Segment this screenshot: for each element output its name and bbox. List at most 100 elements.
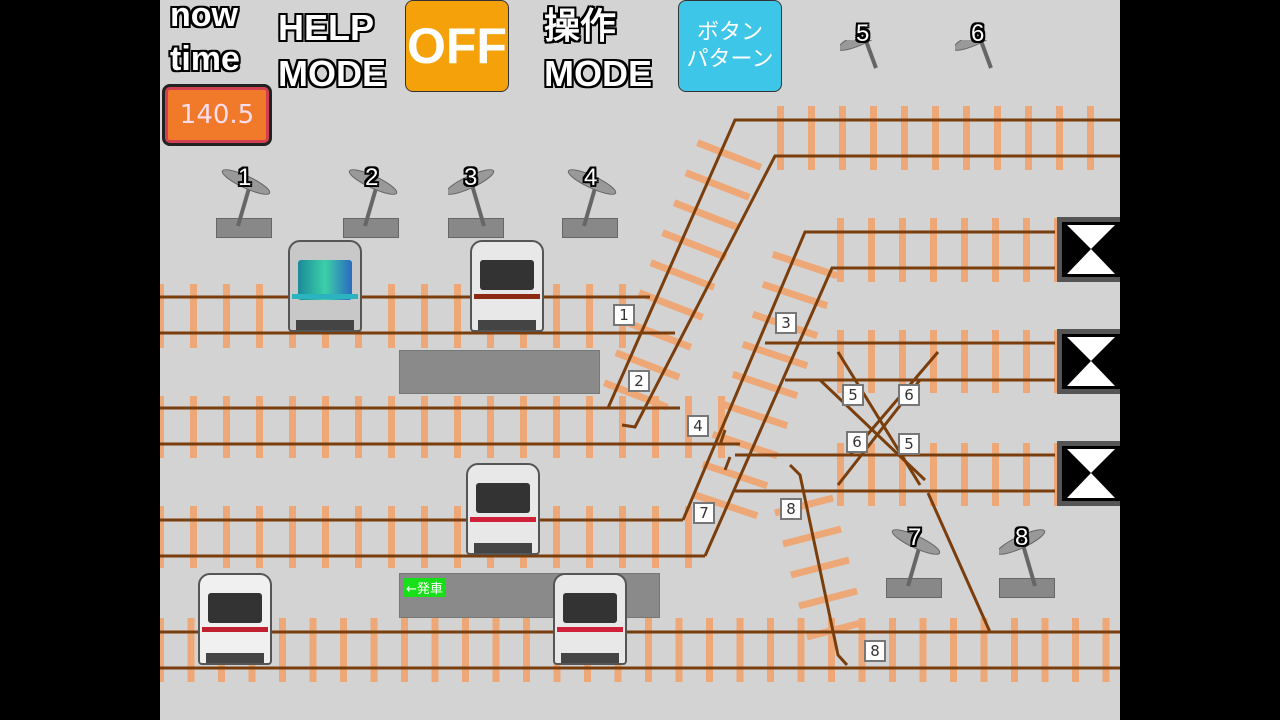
track-rail bbox=[926, 492, 992, 633]
train-window bbox=[480, 260, 534, 290]
track-tie bbox=[523, 618, 530, 682]
track-tie bbox=[899, 218, 906, 282]
train-4[interactable] bbox=[198, 573, 272, 665]
lever-number: 3 bbox=[464, 164, 478, 191]
track-tie bbox=[1023, 218, 1030, 282]
track-tie bbox=[837, 218, 844, 282]
train-stripe bbox=[292, 294, 358, 299]
point-label-8[interactable]: 8 bbox=[864, 640, 886, 662]
track-tie bbox=[932, 106, 939, 170]
lever-grip bbox=[221, 169, 271, 195]
signal-wedge bbox=[1067, 361, 1115, 386]
signal-wedge bbox=[1067, 249, 1115, 274]
track-tie bbox=[919, 618, 927, 682]
track-tie bbox=[706, 618, 713, 682]
track-tie bbox=[190, 284, 197, 348]
operation-mode-label-2: MODE bbox=[544, 53, 652, 94]
track-tie bbox=[901, 106, 908, 170]
track-tie bbox=[355, 506, 362, 568]
point-label-7[interactable]: 7 bbox=[693, 502, 715, 524]
lever-number: 7 bbox=[908, 524, 922, 551]
lever-4[interactable]: 4 bbox=[562, 158, 618, 238]
point-label-5[interactable]: 5 bbox=[898, 433, 920, 455]
track-tie bbox=[696, 139, 763, 171]
help-mode-label: HELP bbox=[278, 7, 375, 48]
track-tie bbox=[160, 506, 164, 568]
track-tie bbox=[652, 396, 659, 458]
point-label-5[interactable]: 5 bbox=[842, 384, 864, 406]
track-tie bbox=[190, 396, 197, 458]
point-label-8[interactable]: 8 bbox=[780, 498, 802, 520]
track-tie bbox=[767, 618, 774, 682]
track-tie bbox=[454, 506, 461, 568]
lever-stick bbox=[863, 40, 878, 69]
track-rail bbox=[606, 118, 1120, 409]
track-tie bbox=[309, 618, 317, 682]
point-label-2[interactable]: 2 bbox=[628, 370, 650, 392]
lever-8[interactable]: 8 bbox=[999, 518, 1055, 598]
lever-1[interactable]: 1 bbox=[216, 158, 272, 238]
track-tie bbox=[1102, 618, 1110, 682]
track-tie bbox=[961, 218, 968, 282]
now-time-label: now bbox=[170, 0, 238, 34]
track-tie bbox=[645, 618, 652, 682]
track-tie bbox=[421, 506, 428, 568]
train-stripe bbox=[474, 294, 540, 299]
track-tie bbox=[798, 587, 858, 610]
train-1[interactable] bbox=[288, 240, 362, 332]
train-2[interactable] bbox=[470, 240, 544, 332]
lever-7[interactable]: 7 bbox=[886, 518, 942, 598]
lever-number: 2 bbox=[365, 164, 379, 191]
track-tie bbox=[256, 284, 263, 348]
lever-handle-icon bbox=[348, 169, 398, 227]
operation-mode-label: 操作 bbox=[544, 5, 617, 46]
track-tie bbox=[839, 106, 846, 170]
track-rail bbox=[718, 429, 727, 446]
track-tie bbox=[963, 106, 970, 170]
point-label-1[interactable]: 1 bbox=[613, 304, 635, 326]
help-mode-toggle-button[interactable]: OFF bbox=[405, 0, 509, 92]
lever-handle-icon bbox=[999, 529, 1046, 587]
track-tie bbox=[388, 506, 395, 568]
lever-3[interactable]: 3 bbox=[448, 158, 504, 238]
track-tie bbox=[1072, 618, 1079, 682]
train-skirt bbox=[296, 320, 354, 330]
lever-number: 5 bbox=[856, 20, 870, 47]
track-tie bbox=[992, 443, 999, 506]
track-tie bbox=[771, 250, 839, 280]
track-tie bbox=[828, 618, 835, 682]
lever-6[interactable]: 6 bbox=[955, 22, 1011, 120]
track-tie bbox=[340, 618, 347, 682]
point-label-6[interactable]: 6 bbox=[846, 431, 868, 453]
track-tie bbox=[160, 618, 164, 682]
track-tie bbox=[930, 218, 937, 282]
operation-mode-button[interactable]: ボタン パターン bbox=[678, 0, 782, 92]
track-tie bbox=[256, 396, 263, 458]
track-tie bbox=[1023, 330, 1030, 393]
lever-5[interactable]: 5 bbox=[840, 22, 896, 120]
now-time-label-2: time bbox=[170, 40, 240, 78]
signal-wedge bbox=[1067, 473, 1115, 498]
track-tie bbox=[322, 396, 329, 458]
point-label-6[interactable]: 6 bbox=[898, 384, 920, 406]
track-tie bbox=[837, 443, 844, 506]
track-tie bbox=[661, 229, 728, 261]
track-tie bbox=[1011, 618, 1018, 682]
track-tie bbox=[741, 340, 809, 370]
point-label-4[interactable]: 4 bbox=[687, 415, 709, 437]
track-tie bbox=[289, 506, 296, 568]
train-5[interactable] bbox=[553, 573, 627, 665]
lever-base bbox=[343, 218, 399, 238]
track-tie bbox=[370, 618, 378, 682]
track-tie bbox=[1041, 618, 1049, 682]
point-label-3[interactable]: 3 bbox=[775, 312, 797, 334]
track-tie bbox=[586, 396, 593, 458]
track-tie bbox=[454, 396, 461, 458]
track-tie bbox=[950, 618, 957, 682]
train-3[interactable] bbox=[466, 463, 540, 555]
track-tie bbox=[586, 506, 593, 568]
lever-2[interactable]: 2 bbox=[343, 158, 399, 238]
track-tie bbox=[961, 443, 968, 506]
lever-handle-icon bbox=[955, 40, 1002, 69]
track-tie bbox=[649, 259, 716, 291]
